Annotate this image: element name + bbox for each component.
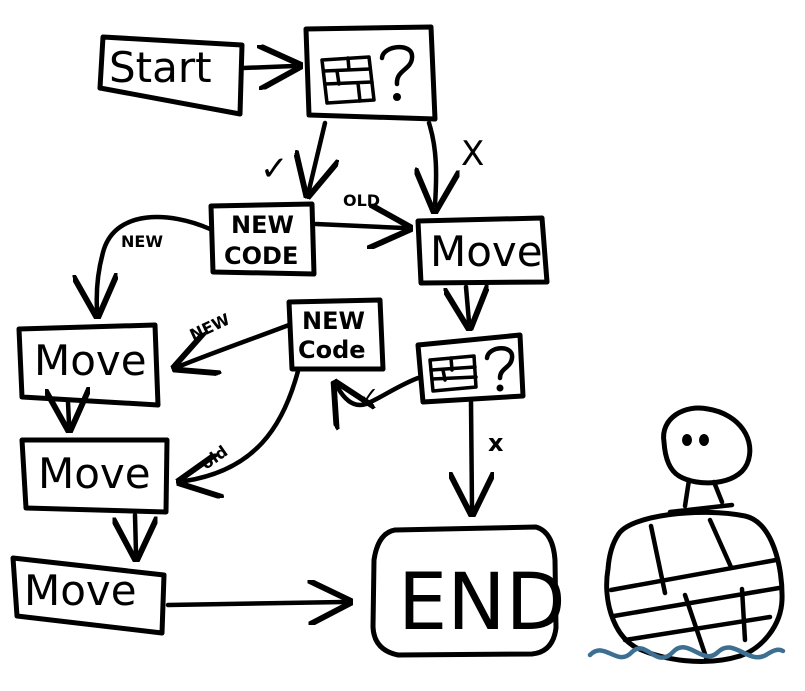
edge-new-code-to-move-left-new: [97, 214, 213, 310]
move-node-left-1: Move: [16, 322, 161, 408]
start-label: Start: [109, 43, 212, 92]
wall-question-icon: [320, 44, 415, 105]
edge-question-to-move: [429, 120, 436, 205]
move-top-label: Move: [430, 227, 543, 276]
edge-new-code-to-move-old: [313, 224, 404, 228]
wall-question-node-top: [303, 24, 438, 122]
edge-question-to-new-code: [309, 120, 325, 190]
new-code-top-line2: CODE: [224, 242, 298, 270]
move-left-1-label: Move: [34, 336, 147, 385]
edge-start-to-question: [240, 66, 294, 68]
new-code-top-line1: NEW: [231, 211, 294, 239]
edge-new-code-mid-to-move-left-old: [185, 368, 301, 481]
wall-question-icon: [428, 346, 515, 393]
robot-on-wall-icon: [587, 405, 786, 664]
edge-label-old-top: OLD: [343, 191, 380, 210]
new-code-mid-line2: Code: [298, 336, 366, 364]
move-left-2-label: Move: [38, 449, 151, 498]
edge-label-check-top: ✓: [260, 149, 289, 189]
edges: ✓ X OLD NEW ✓ x NEW old: [68, 66, 504, 605]
edge-label-new-top: NEW: [121, 232, 163, 251]
new-code-node-top: NEW CODE: [208, 201, 317, 277]
edge-question-mid-to-end: [471, 399, 472, 508]
end-label: END: [398, 558, 566, 648]
end-node: END: [370, 524, 566, 658]
new-code-mid-line1: NEW: [302, 307, 365, 335]
edge-question-mid-to-new-code-check: [338, 378, 421, 405]
edge-move-left-1-to-move-left-2: [68, 402, 69, 424]
edge-label-new-mid: NEW: [187, 310, 233, 345]
wall-question-node-mid: [415, 332, 526, 405]
edge-label-x-mid: x: [488, 429, 504, 457]
edge-label-check-mid: ✓: [359, 382, 379, 410]
edge-label-x-top: X: [461, 134, 484, 174]
edge-move-left-2-to-move-left-3: [135, 512, 136, 553]
move-node-left-3: Move: [10, 555, 167, 636]
move-node-top: Move: [415, 215, 550, 286]
edge-move-to-question-mid: [466, 287, 469, 322]
new-code-node-mid: NEW Code: [286, 297, 386, 372]
edge-new-code-mid-to-move-left-new: [180, 322, 292, 366]
edge-move-left-3-to-end: [165, 602, 344, 605]
move-left-3-label: Move: [24, 566, 137, 615]
start-node: Start: [97, 34, 245, 117]
move-node-left-2: Move: [19, 437, 170, 515]
